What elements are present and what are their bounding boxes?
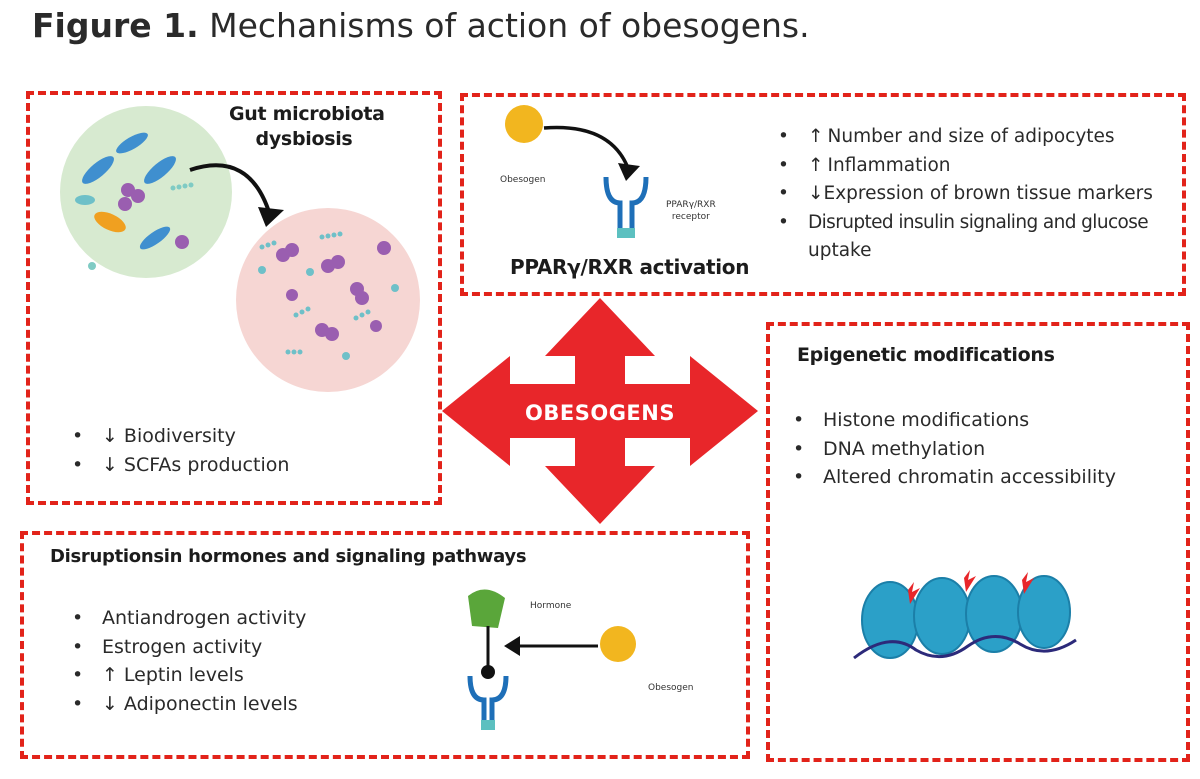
hormone-binding-dot — [481, 665, 495, 679]
hormones-effects-list: Antiandrogen activity Estrogen activity … — [72, 604, 306, 718]
gut-heading-line1: Gut microbiota — [229, 103, 385, 125]
hormone-obesogen-label: Obesogen — [648, 683, 694, 693]
figure-title: Figure 1. Mechanisms of action of obesog… — [32, 6, 810, 45]
gut-effects-list: ↓Biodiversity ↓SCFAs production — [72, 422, 289, 479]
hormone-illustration — [467, 589, 636, 730]
chains-dysbiosis — [258, 231, 399, 360]
dna-strand — [853, 635, 1077, 660]
inhibition-arrowhead — [504, 636, 520, 656]
ppar-heading: PPARγ/RXR activation — [510, 255, 750, 279]
healthy-microbiota-circle — [60, 106, 232, 278]
epigenetic-effect-item: DNA methylation — [793, 435, 1116, 464]
hormone-shape — [468, 589, 505, 628]
hormone-obesogen-molecule — [600, 626, 636, 662]
hormone-label: Hormone — [530, 601, 572, 611]
figure-caption: Mechanisms of action of obesogens. — [209, 6, 810, 45]
nucleosome-illustration — [853, 570, 1077, 660]
binding-arrowhead — [618, 163, 640, 181]
dysbiosis-arrowhead — [258, 207, 284, 227]
cross-arrow-shape — [442, 298, 758, 524]
hormone-effect-item: Antiandrogen activity — [72, 604, 306, 633]
obesogen-molecule — [505, 105, 543, 143]
methylation-marks — [908, 570, 1034, 604]
ppar-effect-item: Disrupted insulin signaling and glucose — [778, 209, 1153, 238]
rod-bacterium — [94, 211, 126, 233]
hormone-effect-item: ↑Leptin levels — [72, 661, 306, 690]
binding-arrow — [543, 125, 630, 169]
ppar-obesogen-label: Obesogen — [500, 175, 546, 185]
hormones-panel — [20, 531, 750, 759]
epigenetic-panel — [766, 322, 1190, 762]
figure-number: Figure 1. — [32, 6, 199, 45]
microbiota-illustration — [60, 106, 420, 392]
gut-heading: Gut microbiota dysbiosis — [229, 102, 385, 152]
hormone-effect-item: ↓Adiponectin levels — [72, 690, 306, 719]
gut-effect-item: ↓Biodiversity — [72, 422, 289, 451]
ppar-illustration — [505, 105, 649, 238]
ppar-effect-item: ↑Number and size of adipocytes — [778, 123, 1153, 152]
dysbiosis-arrow — [189, 163, 272, 216]
ppar-receptor-label: PPARγ/RXR receptor — [666, 200, 716, 222]
obesogens-cross-arrow — [442, 298, 758, 524]
epigenetic-heading: Epigenetic modifications — [797, 344, 1055, 366]
gut-microbiota-panel — [26, 91, 442, 505]
ppar-receptor-shape — [603, 176, 649, 238]
obesogens-label: OBESOGENS — [525, 401, 675, 425]
hormone-effect-item: Estrogen activity — [72, 633, 306, 662]
ppar-effect-item: ↓Expression of brown tissue markers — [778, 180, 1153, 209]
ppar-effect-item: ↑Inflammation — [778, 152, 1153, 181]
chains-healthy — [88, 182, 194, 270]
cocci-healthy — [118, 183, 189, 249]
hormones-heading: Disruptionsin hormones and signaling pat… — [50, 546, 527, 567]
cocci-dysbiosis — [276, 241, 391, 341]
hormone-receptor-shape — [467, 675, 509, 730]
gut-heading-line2: dysbiosis — [255, 128, 353, 150]
epigenetic-effects-list: Histone modifications DNA methylation Al… — [793, 406, 1116, 492]
gut-effect-item: ↓SCFAs production — [72, 451, 289, 480]
ppar-effect-continuation: uptake — [808, 240, 872, 261]
epigenetic-effect-item: Altered chromatin accessibility — [793, 463, 1116, 492]
ppar-rxr-panel — [460, 93, 1186, 296]
ppar-effects-list: ↑Number and size of adipocytes ↑Inflamma… — [778, 123, 1153, 266]
bacteria-healthy — [75, 132, 176, 250]
epigenetic-effect-item: Histone modifications — [793, 406, 1116, 435]
